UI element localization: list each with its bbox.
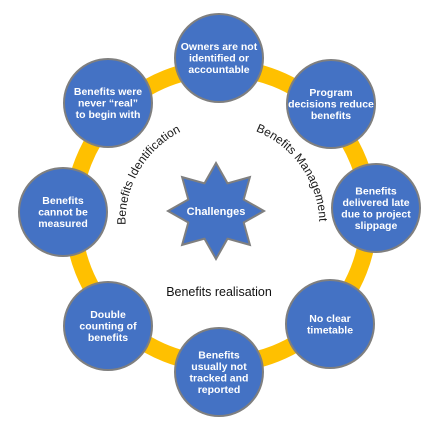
node-label-line: Program: [309, 87, 352, 99]
node-label-line: benefits: [311, 110, 351, 122]
node-circle: [331, 163, 421, 253]
node-label-line: cannot be: [38, 207, 88, 219]
node-label-line: Benefits: [42, 195, 84, 207]
node-label-line: Benefits: [198, 349, 240, 361]
node-circle: [63, 281, 153, 371]
node-label-line: timetable: [307, 324, 353, 336]
node-circle: [286, 59, 376, 149]
node-label-line: benefits: [88, 332, 128, 344]
node-label-line: delivered late: [342, 197, 409, 209]
node-label-line: Owners are not: [181, 41, 258, 53]
node-label-line: Benefits were: [74, 86, 142, 98]
node-label-line: reported: [198, 384, 241, 396]
node-circle: [18, 167, 108, 257]
node-label-line: to begin with: [76, 109, 141, 121]
benefits-realisation-label: Benefits realisation: [166, 285, 272, 299]
node-circle: [174, 327, 264, 417]
node-label-line: tracked and: [190, 372, 249, 384]
node-label-line: identified or: [189, 53, 249, 65]
node-label-line: counting of: [79, 321, 137, 333]
node-label-line: usually not: [191, 361, 247, 373]
challenges-star-shape: [165, 160, 267, 262]
node-label-line: Double: [90, 309, 126, 321]
node-label-line: due to project: [341, 208, 411, 220]
node-label-line: slippage: [355, 220, 398, 232]
challenges-label: Challenges: [187, 206, 246, 218]
node-label-line: never “real”: [78, 98, 138, 110]
node-label-line: Benefits: [355, 185, 397, 197]
node-label-line: decisions reduce: [288, 99, 374, 111]
node-label-line: accountable: [188, 64, 249, 76]
node-circle: [63, 58, 153, 148]
node-label-line: measured: [38, 218, 88, 230]
node-circle: [174, 13, 264, 103]
node-label-line: No clear: [309, 313, 350, 325]
node-circle: [285, 279, 375, 369]
